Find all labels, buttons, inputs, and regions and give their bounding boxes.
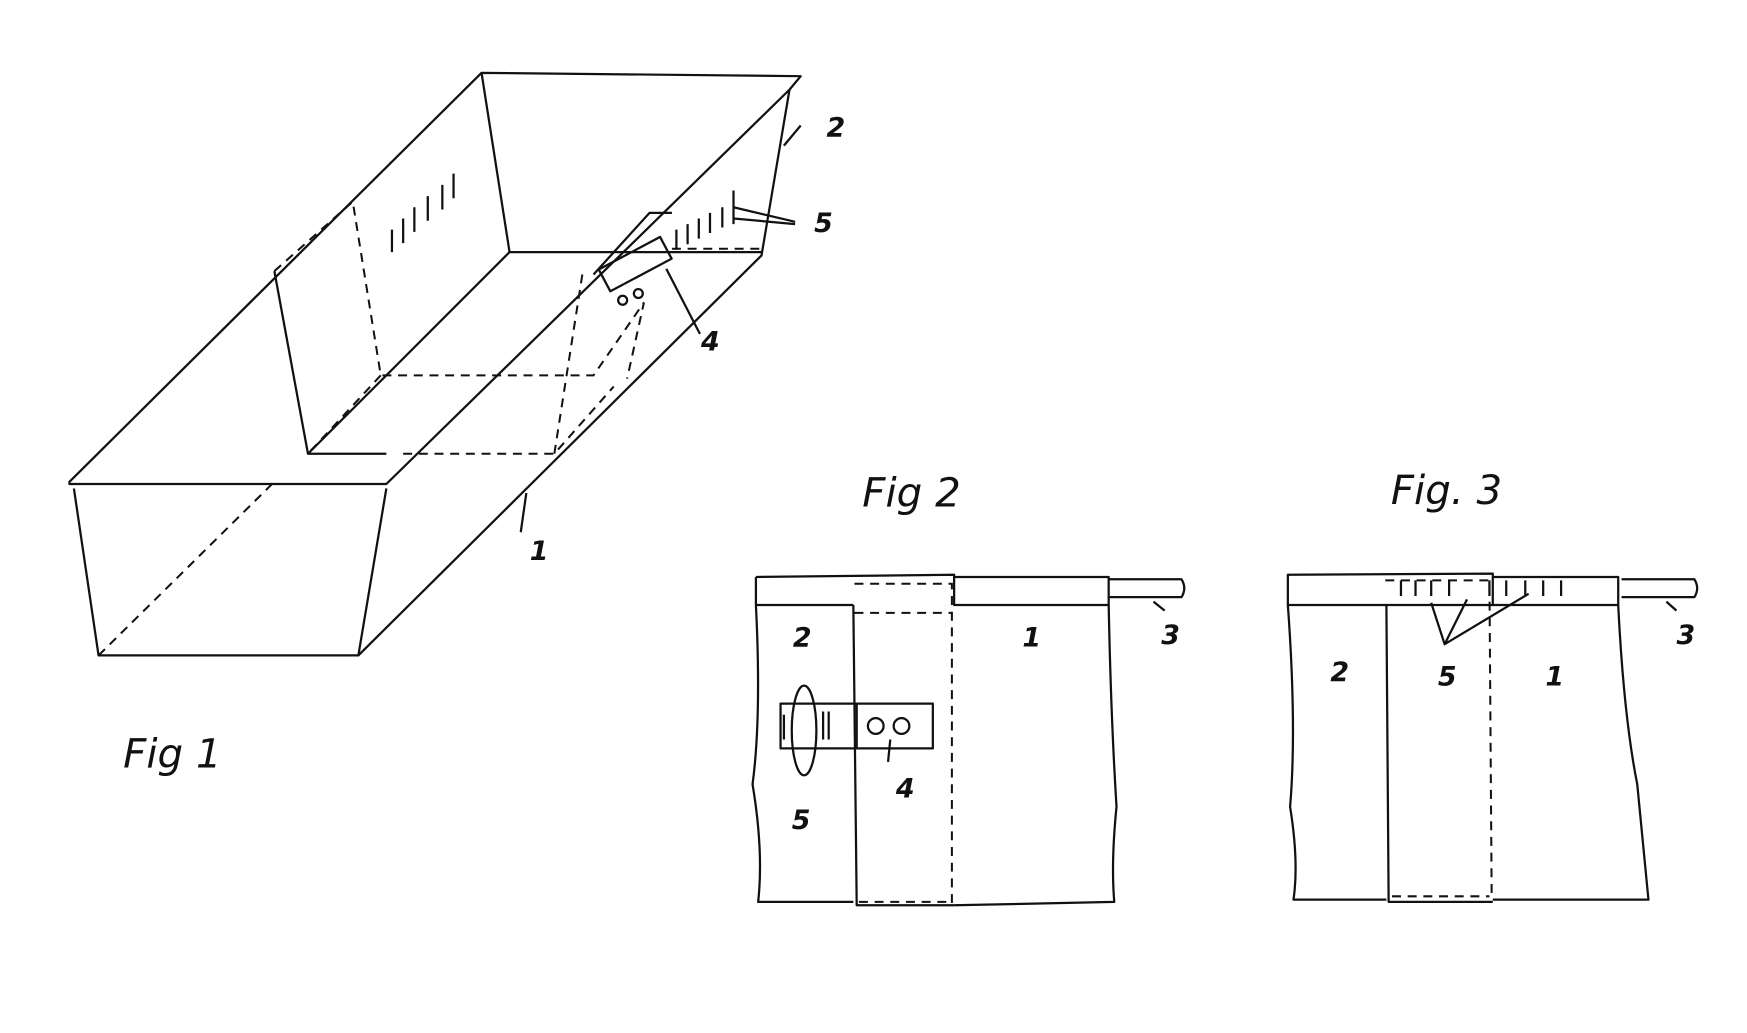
fig1-title: Fig 1	[123, 730, 221, 777]
fig1-label-2: 2	[826, 113, 845, 144]
fig2-drawing	[751, 573, 1186, 907]
fig2-label-3: 3	[1161, 620, 1180, 651]
fig1-label-1: 1	[530, 536, 549, 567]
fig3-title: Fig. 3	[1391, 467, 1502, 514]
fig2-title: Fig 2	[862, 469, 960, 516]
fig1-label-5: 5	[814, 208, 833, 239]
fig2-label-4: 4	[895, 774, 915, 805]
fig1-box-drawing	[68, 71, 802, 657]
fig3-label-5: 5	[1438, 662, 1457, 693]
fig2-label-5: 5	[792, 805, 811, 836]
fig1-label-4: 4	[700, 327, 720, 358]
fig2-label-2: 2	[793, 622, 812, 653]
fig3-label-3: 3	[1676, 620, 1695, 651]
fig3-drawing	[1286, 572, 1699, 904]
fig3-label-1: 1	[1545, 662, 1564, 693]
fig2-label-1: 1	[1022, 622, 1041, 653]
fig3-label-2: 2	[1330, 657, 1349, 688]
